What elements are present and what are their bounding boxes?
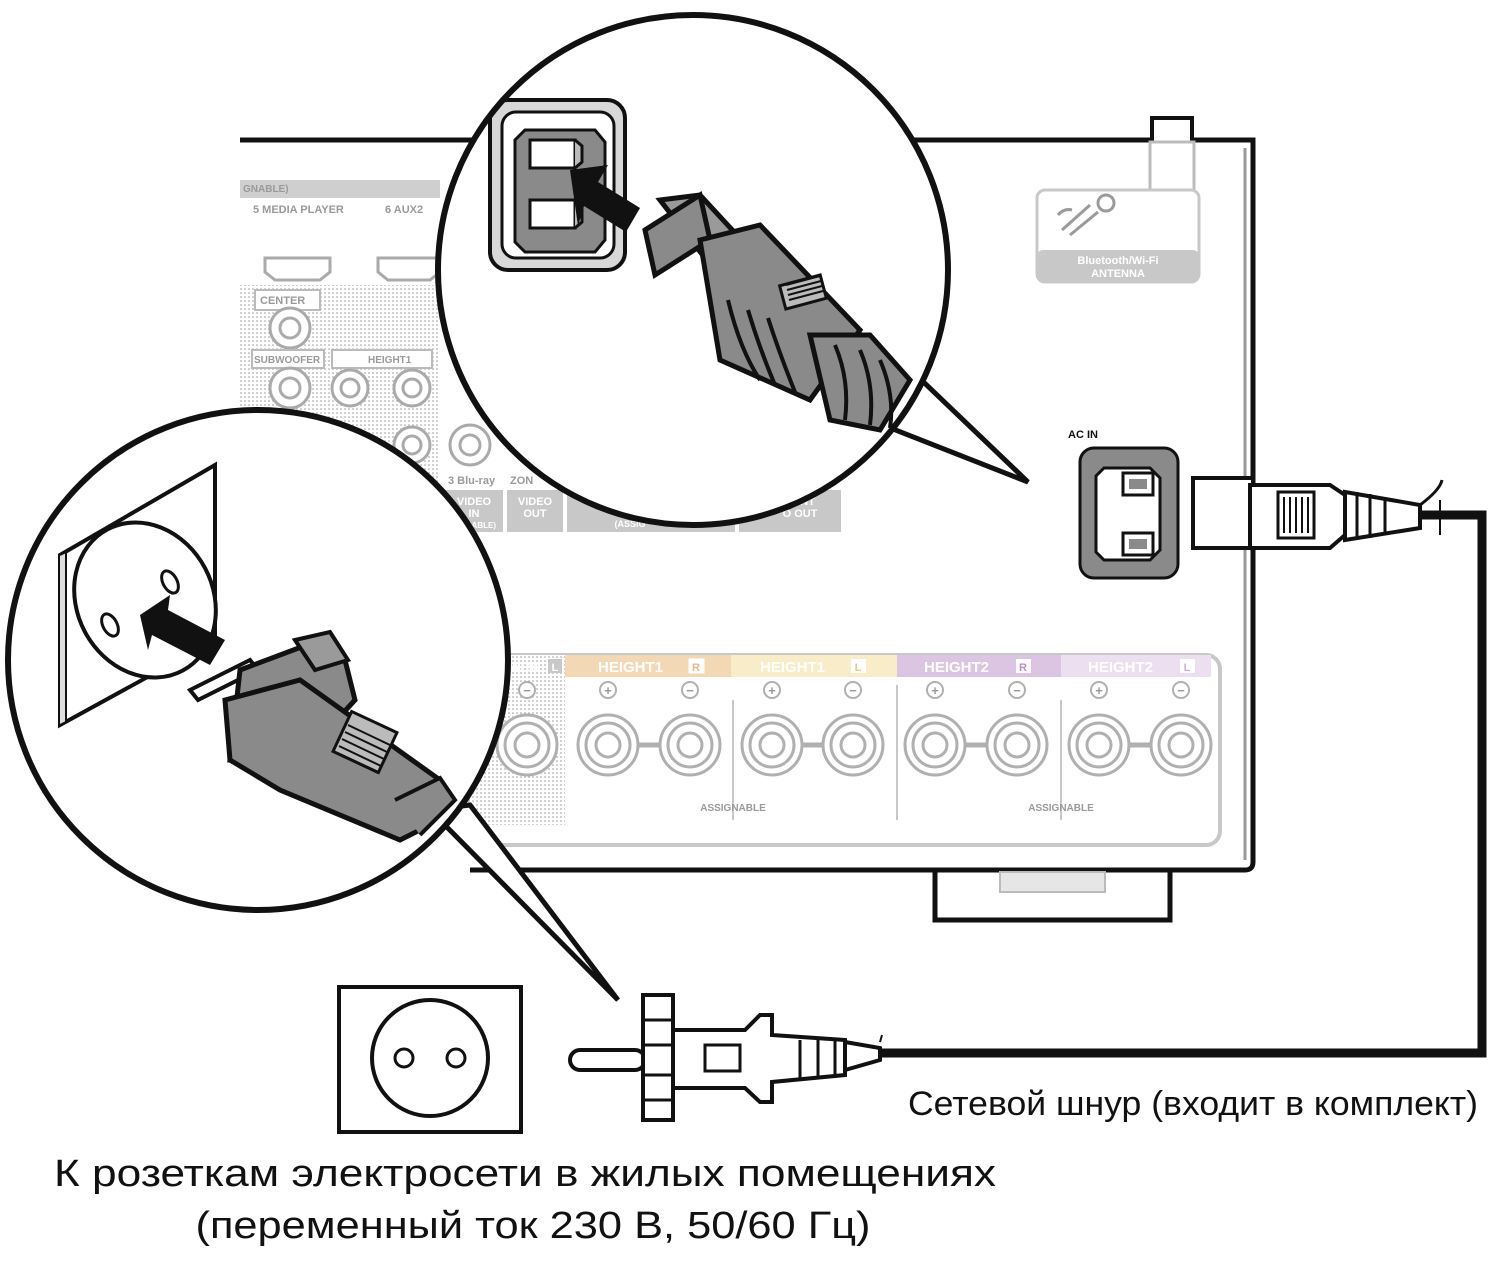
video-out-label-2: OUT <box>523 508 547 520</box>
video-out-label-1: VIDEO <box>518 496 553 508</box>
center-label: CENTER <box>260 295 305 307</box>
media-player-label: 5 MEDIA PLAYER <box>253 204 344 216</box>
plus-sign: + <box>1095 683 1103 698</box>
schuko-plug-closeup <box>186 629 458 843</box>
plug-in-arrow-icon <box>140 595 225 665</box>
assignable-top-label: GNABLE) <box>243 184 289 195</box>
assignable-label-2: ASSIGNABLE <box>1028 803 1094 814</box>
center-jack <box>268 306 312 350</box>
minus-sign: − <box>849 683 857 698</box>
ac-in-socket <box>1078 446 1180 580</box>
aux2-label: 6 AUX2 <box>385 204 423 216</box>
height2-l-band <box>1061 655 1211 677</box>
terminal-post <box>576 713 640 777</box>
outlet-caption-line2: (переменный ток 230 В, 50/60 Гц) <box>196 1205 871 1247</box>
ac-inlet-closeup <box>488 98 627 272</box>
insert-arrow-icon <box>570 165 640 232</box>
assig-label: (ASSIG <box>614 519 645 529</box>
panel-foot <box>932 872 1173 923</box>
power-cord-caption: Сетевой шнур (входит в комплект) <box>908 1085 1478 1123</box>
minus-sign: − <box>1013 683 1021 698</box>
schuko-plug <box>568 993 883 1122</box>
height1-r-letter: R <box>692 662 700 674</box>
wall-outlet <box>337 985 523 1134</box>
height2-l-letter: L <box>1184 662 1191 674</box>
iec-plug-closeup <box>642 190 914 433</box>
antenna-label-2: ANTENNA <box>1091 268 1145 280</box>
terminal-post <box>1067 713 1131 777</box>
terminal-post <box>658 713 722 777</box>
minus-sign: − <box>523 683 531 698</box>
height1-l-letter: L <box>855 662 862 674</box>
video-in-label-2: IN <box>469 508 480 520</box>
ac-in-label: AC IN <box>1068 429 1098 441</box>
minus-sign: − <box>1177 683 1185 698</box>
subwoofer-label: SUBWOOFER <box>254 355 321 366</box>
plus-sign: + <box>768 683 776 698</box>
speaker-terminal-strip: ACK L HEIGHT1 R HEIGHT1 L HEIGHT2 R HEIG… <box>468 653 1222 847</box>
hdmi-port-aux2 <box>376 256 442 282</box>
terminal-post <box>495 713 559 777</box>
antenna-icon <box>1056 193 1116 237</box>
power-cord-line <box>878 510 1487 1058</box>
height1-top-label: HEIGHT1 <box>368 355 412 366</box>
height1-l-pre-jack <box>392 368 432 408</box>
subwoofer-jack <box>268 366 312 410</box>
zone-label: ZON <box>510 475 533 487</box>
minus-sign: − <box>686 683 694 698</box>
terminal-post <box>1149 713 1213 777</box>
height2-r-letter: R <box>1019 662 1027 674</box>
height2-l-label: HEIGHT2 <box>1088 659 1153 676</box>
assignable-label-1: ASSIGNABLE <box>700 803 766 814</box>
height1-l-label: HEIGHT1 <box>760 659 825 676</box>
back-l-letter: L <box>552 662 559 674</box>
terminal-post <box>985 713 1049 777</box>
terminal-post <box>740 713 804 777</box>
iec-connector <box>1191 476 1444 550</box>
hdmi-port-media-player <box>263 256 332 282</box>
video-in-label-1: VIDEO <box>457 496 492 508</box>
terminal-post <box>821 713 885 777</box>
wall-outlet-magnifier <box>5 407 620 1002</box>
height2-r-label: HEIGHT2 <box>924 659 989 676</box>
plus-sign: + <box>931 683 939 698</box>
ac-inlet-magnifier <box>435 12 1030 528</box>
outlet-caption-line1: К розеткам электросети в жилых помещения… <box>54 1153 996 1195</box>
plus-sign: + <box>604 683 612 698</box>
height1-r-label: HEIGHT1 <box>598 659 663 676</box>
height1-r-pre-jack <box>330 368 370 408</box>
video-in-label-3: SIGNABLE) <box>452 521 496 530</box>
antenna-label-1: Bluetooth/Wi-Fi <box>1077 255 1158 267</box>
blu-ray-label: 3 Blu-ray <box>448 475 496 487</box>
component-label-2: O OUT <box>783 508 818 520</box>
back-label: ACK <box>510 659 540 675</box>
blu-ray-jack <box>448 423 492 467</box>
bluetooth-wifi-antenna-badge: Bluetooth/Wi-Fi ANTENNA <box>1035 188 1201 284</box>
terminal-post <box>903 713 967 777</box>
